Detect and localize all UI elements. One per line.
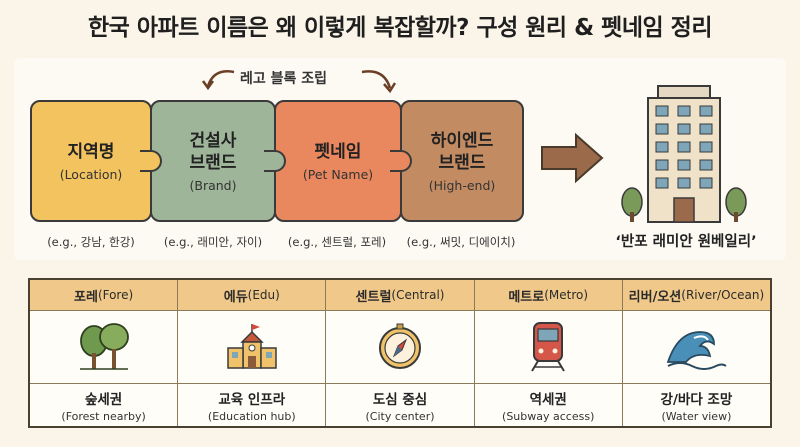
puzzle-knob-3	[390, 150, 412, 172]
piece-petname-en: (Pet Name)	[302, 166, 374, 182]
wave-icon	[667, 331, 728, 370]
piece-brand: 건설사 브랜드 (Brand)	[150, 100, 276, 222]
lego-label: 레고 블록 조립	[240, 71, 328, 87]
col-meaning-ko: 도심 중심	[372, 391, 428, 408]
page-title: 한국 아파트 이름은 왜 이렇게 복잡할까? 구성 원리 & 펫네임 정리	[88, 15, 712, 41]
col-head-ko: 포레	[74, 289, 98, 305]
piece-brand-en: (Brand)	[189, 177, 237, 193]
col-meaning-en: (City center)	[365, 409, 435, 423]
col-head-en: (Edu)	[247, 288, 280, 302]
result-example: ‘반포 래미안 원베일리’	[615, 234, 757, 250]
example-brand: (e.g., 래미안, 자이)	[163, 235, 263, 249]
col-head-ko: 센트럴	[355, 289, 392, 305]
col-meaning-ko: 강/바다 조망	[660, 391, 733, 408]
arrow-right-icon	[541, 132, 604, 184]
table-column: 리버/오션(River/Ocean) 강/바다 조망 (Water view)	[622, 280, 771, 426]
example-petname: (e.g., 센트럴, 포레)	[287, 235, 387, 249]
col-head-ko: 메트로	[508, 289, 545, 305]
col-head-en: (River/Ocean)	[681, 288, 765, 302]
curved-arrow-left-icon	[201, 70, 235, 91]
table-column: 포레(Fore) 숲세권 (Forest nearby)	[30, 280, 179, 426]
piece-location-name: 지역명	[67, 141, 115, 162]
piece-location: 지역명 (Location)	[30, 100, 152, 222]
compass-icon	[379, 323, 421, 369]
puzzle-knob-2	[264, 150, 286, 172]
tree-icon	[79, 323, 129, 370]
piece-petname-name: 펫네임	[314, 141, 362, 162]
piece-petname: 펫네임 (Pet Name)	[274, 100, 402, 222]
col-meaning-en: (Forest nearby)	[61, 409, 146, 423]
piece-location-en: (Location)	[59, 166, 123, 182]
col-meaning-ko: 숲세권	[84, 391, 123, 408]
piece-highend-en: (High-end)	[428, 177, 496, 193]
table-column: 센트럴(Central) 도심 중심 (City center)	[326, 280, 475, 426]
col-meaning-ko: 역세권	[529, 391, 567, 408]
petname-table: 포레(Fore) 숲세권 (Forest nearby) 에듀(Edu)	[28, 278, 772, 428]
col-head-ko: 리버/오션	[628, 289, 682, 305]
piece-highend: 하이엔드 브랜드 (High-end)	[400, 100, 524, 222]
table-column: 메트로(Metro) 역세권 (Subway access)	[474, 280, 623, 426]
col-meaning-ko: 교육 인프라	[218, 391, 286, 408]
col-meaning-en: (Water view)	[661, 409, 732, 423]
col-meaning-en: (Subway access)	[502, 409, 595, 423]
apartment-building-icon	[621, 85, 747, 223]
curved-arrow-right-icon	[361, 70, 397, 94]
example-location: (e.g., 강남, 한강)	[47, 235, 135, 249]
table-column: 에듀(Edu) 교육 인프라 (Education hub)	[178, 280, 327, 426]
col-head-en: (Metro)	[544, 288, 589, 302]
piece-brand-name-2: 브랜드	[189, 152, 237, 173]
col-head-ko: 에듀	[223, 289, 248, 305]
piece-highend-name-1: 하이엔드	[430, 130, 494, 151]
puzzle-knob-1	[140, 150, 162, 172]
col-head-en: (Fore)	[97, 288, 134, 302]
school-icon	[227, 324, 277, 369]
example-highend: (e.g., 써밋, 디에이치)	[406, 235, 516, 249]
col-meaning-en: (Education hub)	[207, 409, 296, 423]
piece-highend-name-2: 브랜드	[438, 152, 486, 173]
piece-brand-name-1: 건설사	[189, 130, 237, 151]
train-icon	[531, 322, 566, 372]
col-head-en: (Central)	[391, 288, 445, 302]
